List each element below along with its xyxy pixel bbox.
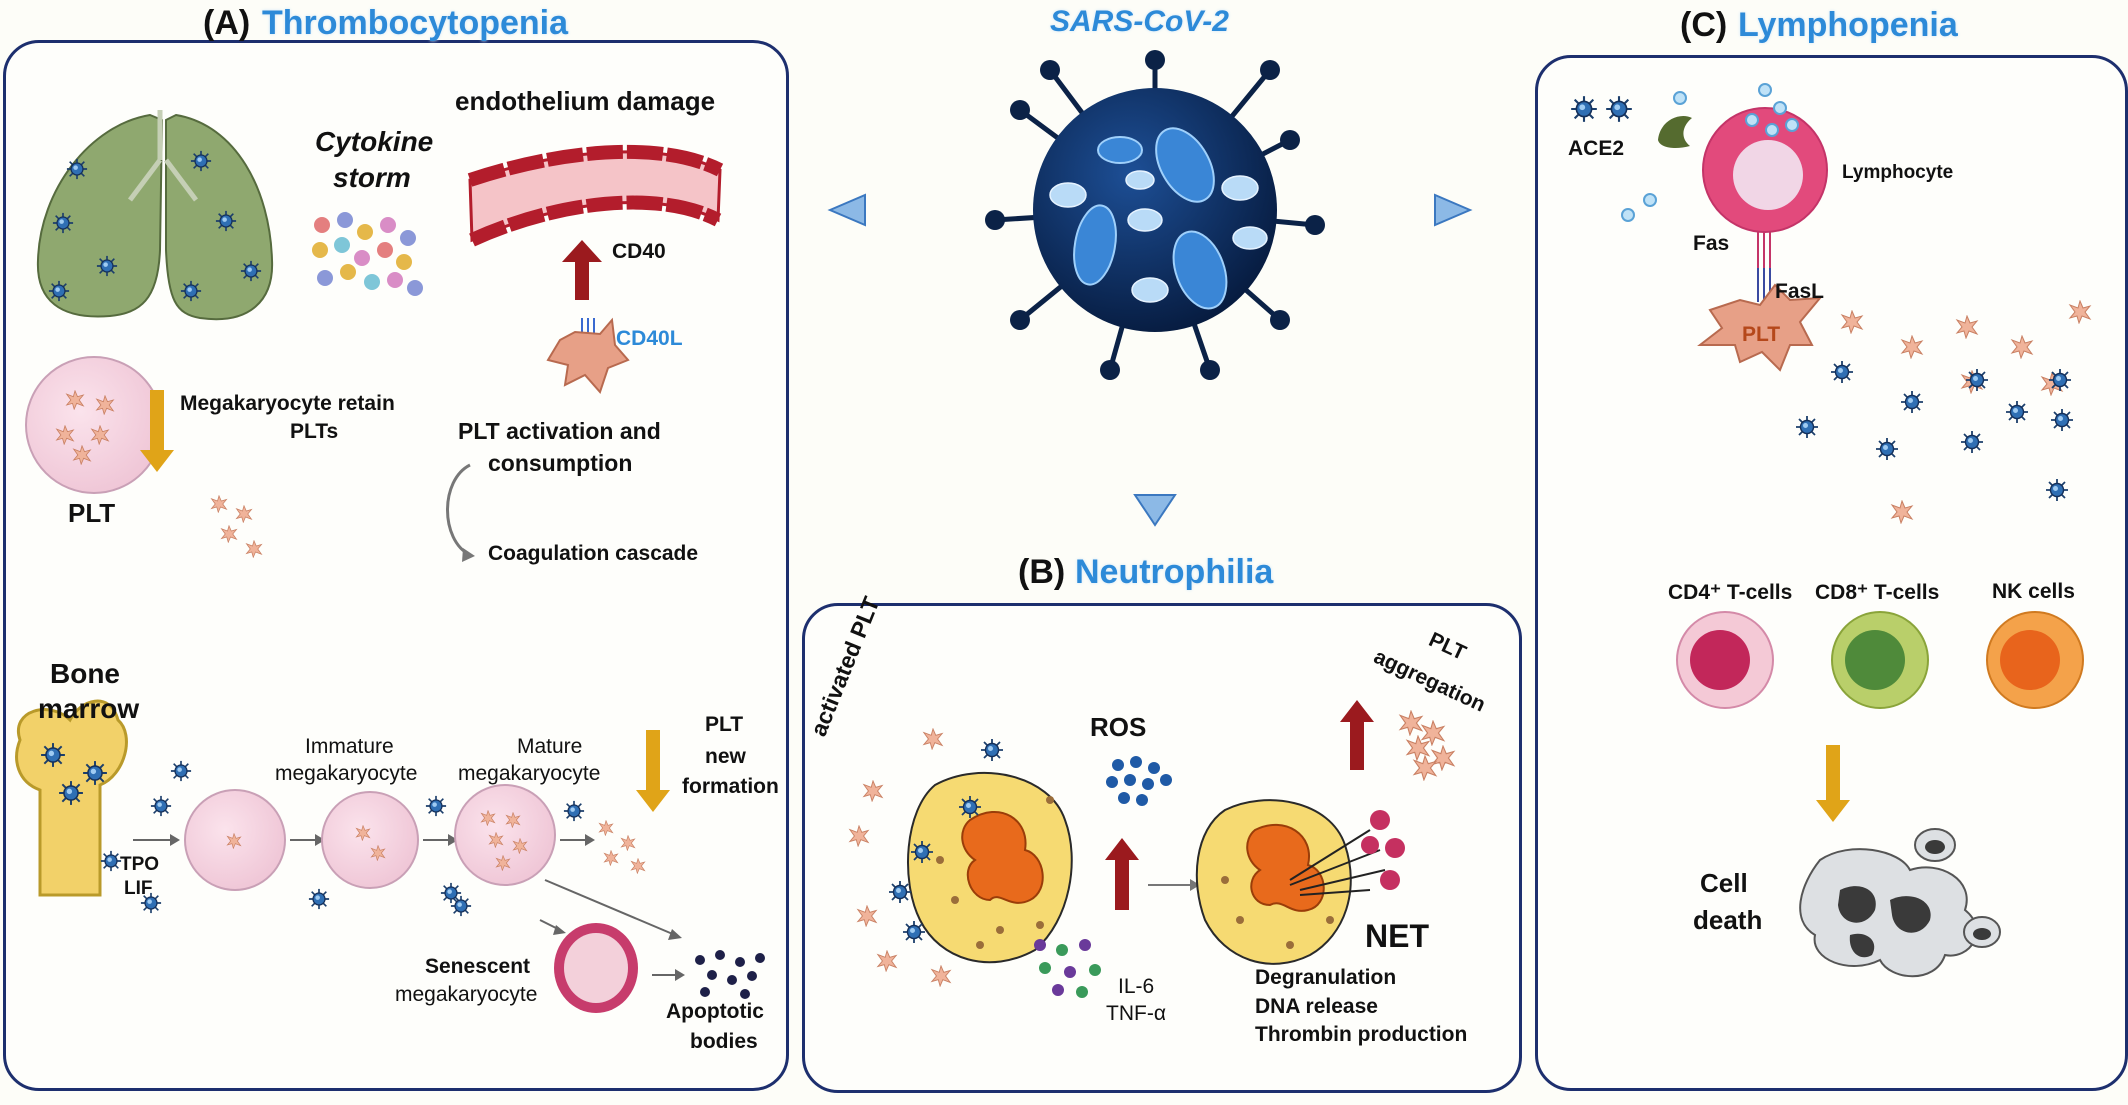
cd8-label: CD8⁺ T-cells <box>1815 581 1940 604</box>
plt-c-label: PLT <box>1742 323 1781 346</box>
death-arrow <box>1816 745 1850 822</box>
panel-b-letter: (B) <box>1018 553 1066 591</box>
tpo-label: TPO <box>120 854 160 875</box>
panel-c-letter: (C) <box>1680 6 1728 44</box>
cd40-label: CD40 <box>612 240 666 263</box>
megakaryocyte-immature <box>321 791 419 889</box>
ros-dots <box>1106 756 1172 806</box>
net-effect-1: Degranulation <box>1255 966 1397 989</box>
mk-retain-label-2: PLTs <box>290 420 339 443</box>
apoptotic-bodies-dots <box>695 950 765 999</box>
platelet-fasl <box>1697 283 1823 372</box>
panel-b-title: Neutrophilia <box>1075 553 1274 591</box>
senescent-label-2: megakaryocyte <box>395 983 538 1006</box>
immature-label-1: Immature <box>305 735 394 758</box>
sars-cov-2-virus <box>985 50 1325 380</box>
coag-arrow <box>446 463 471 557</box>
fas-label: Fas <box>1693 232 1730 255</box>
megakaryocyte-mature <box>454 784 556 886</box>
net-effect-3: Thrombin production <box>1255 1023 1468 1046</box>
il6-label: IL-6 <box>1118 975 1155 998</box>
activation-label-1: PLT activation and <box>458 418 661 444</box>
panel-c-title: Lymphopenia <box>1738 6 1958 44</box>
aggregation-arrow <box>1340 700 1374 770</box>
arrow-to-b <box>1133 494 1177 527</box>
lymphocyte-label: Lymphocyte <box>1842 162 1954 183</box>
dead-cell <box>1799 828 2001 978</box>
panel-a-title: Thrombocytopenia <box>262 4 569 42</box>
virus-label: SARS-CoV-2 <box>1050 5 1229 38</box>
cytokine-label-1: Cytokine <box>315 126 434 157</box>
panel-a-letter: (A) <box>203 4 251 42</box>
cytokine-label-2: storm <box>333 162 411 193</box>
bone-label-2: marrow <box>38 693 140 724</box>
senescent-label-1: Senescent <box>425 955 531 978</box>
mk-retain-label-1: Megakaryocyte retain <box>180 392 395 415</box>
ace2-label: ACE2 <box>1568 137 1625 160</box>
mature-label-2: megakaryocyte <box>458 762 601 785</box>
neutrophil-net <box>1195 799 1405 965</box>
panel-c-frame <box>1535 55 2128 1091</box>
lungs <box>36 110 274 321</box>
cd4-label: CD4⁺ T-cells <box>1668 581 1793 604</box>
net-effect-2: DNA release <box>1255 995 1378 1018</box>
lif-label: LIF <box>124 878 153 899</box>
endothelium-label: endothelium damage <box>455 86 716 116</box>
mature-label-1: Mature <box>517 735 583 758</box>
apoptotic-label-2: bodies <box>690 1030 758 1053</box>
vessel <box>467 144 724 247</box>
coag-label: Coagulation cascade <box>488 542 699 565</box>
ros-arrow <box>1105 838 1139 910</box>
new-formation-label-2: new <box>705 745 746 768</box>
ros-label: ROS <box>1090 712 1147 742</box>
cd40-arrow <box>562 240 602 300</box>
plt-label: PLT <box>68 498 116 528</box>
cell-death-label-1: Cell <box>1700 868 1748 898</box>
bone-marrow <box>15 699 128 897</box>
cytokine-particles <box>312 212 423 296</box>
activation-label-2: consumption <box>488 450 633 476</box>
cd40l-label: CD40L <box>616 327 683 350</box>
new-formation-arrow <box>636 730 670 812</box>
new-formation-label-1: PLT <box>705 713 744 736</box>
arrow-to-a <box>827 193 866 227</box>
cytokine-dots-b <box>1034 939 1101 998</box>
lymphocyte-cell <box>1621 83 1828 233</box>
immature-label-2: megakaryocyte <box>275 762 418 785</box>
plt-megakaryocyte-circle <box>25 356 163 494</box>
activated-platelet <box>546 317 630 394</box>
tnf-label: TNF-α <box>1106 1002 1166 1025</box>
ace2-receptor <box>1658 116 1692 148</box>
apoptotic-label-1: Apoptotic <box>666 1000 764 1023</box>
retain-arrow <box>140 390 174 472</box>
arrow-to-c <box>1434 193 1473 227</box>
fasl-label: FasL <box>1775 280 1825 303</box>
bone-label-1: Bone <box>50 658 120 689</box>
net-label: NET <box>1365 918 1429 954</box>
cell-death-label-2: death <box>1693 905 1763 935</box>
nk-label: NK cells <box>1992 580 2075 603</box>
new-formation-label-3: formation <box>682 775 779 798</box>
neutrophil-left <box>907 772 1073 964</box>
